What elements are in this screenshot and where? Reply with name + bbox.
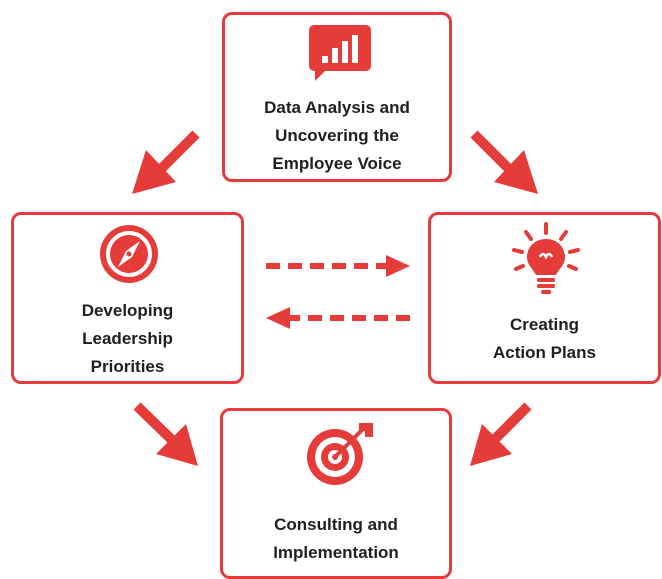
node-line: Leadership — [82, 329, 173, 348]
target-arrow-icon — [303, 421, 375, 492]
arrow-leadership-to-consulting — [133, 402, 198, 466]
light-bulb-icon — [507, 221, 585, 304]
node-line: Consulting and — [274, 515, 398, 534]
node-data-analysis-label: Data Analysis and Uncovering the Employe… — [225, 94, 449, 178]
node-line: Uncovering the — [275, 126, 399, 145]
node-line: Creating — [510, 315, 579, 334]
node-line: Developing — [81, 301, 174, 320]
compass-icon — [98, 223, 160, 290]
chat-bar-chart-icon — [307, 23, 373, 88]
node-line: Data Analysis and — [264, 98, 410, 117]
node-line: Implementation — [273, 543, 399, 562]
node-line: Priorities — [90, 357, 165, 376]
node-action-plans-label: Creating Action Plans — [431, 311, 658, 367]
node-line: Action Plans — [493, 343, 596, 362]
node-line: Employee Voice — [272, 154, 402, 173]
node-leadership-label: Developing Leadership Priorities — [14, 297, 241, 381]
arrow-data-analysis-to-leadership — [132, 130, 200, 194]
arrow-data-analysis-to-action-plans — [470, 130, 538, 194]
node-data-analysis: Data Analysis and Uncovering the Employe… — [222, 12, 452, 182]
node-consulting-label: Consulting and Implementation — [223, 511, 449, 567]
node-action-plans: Creating Action Plans — [428, 212, 661, 384]
arrow-action-plans-to-leadership — [266, 307, 410, 329]
node-leadership: Developing Leadership Priorities — [11, 212, 244, 384]
arrow-action-plans-to-consulting — [470, 402, 532, 466]
node-consulting: Consulting and Implementation — [220, 408, 452, 579]
arrow-leadership-to-action-plans — [266, 255, 410, 277]
